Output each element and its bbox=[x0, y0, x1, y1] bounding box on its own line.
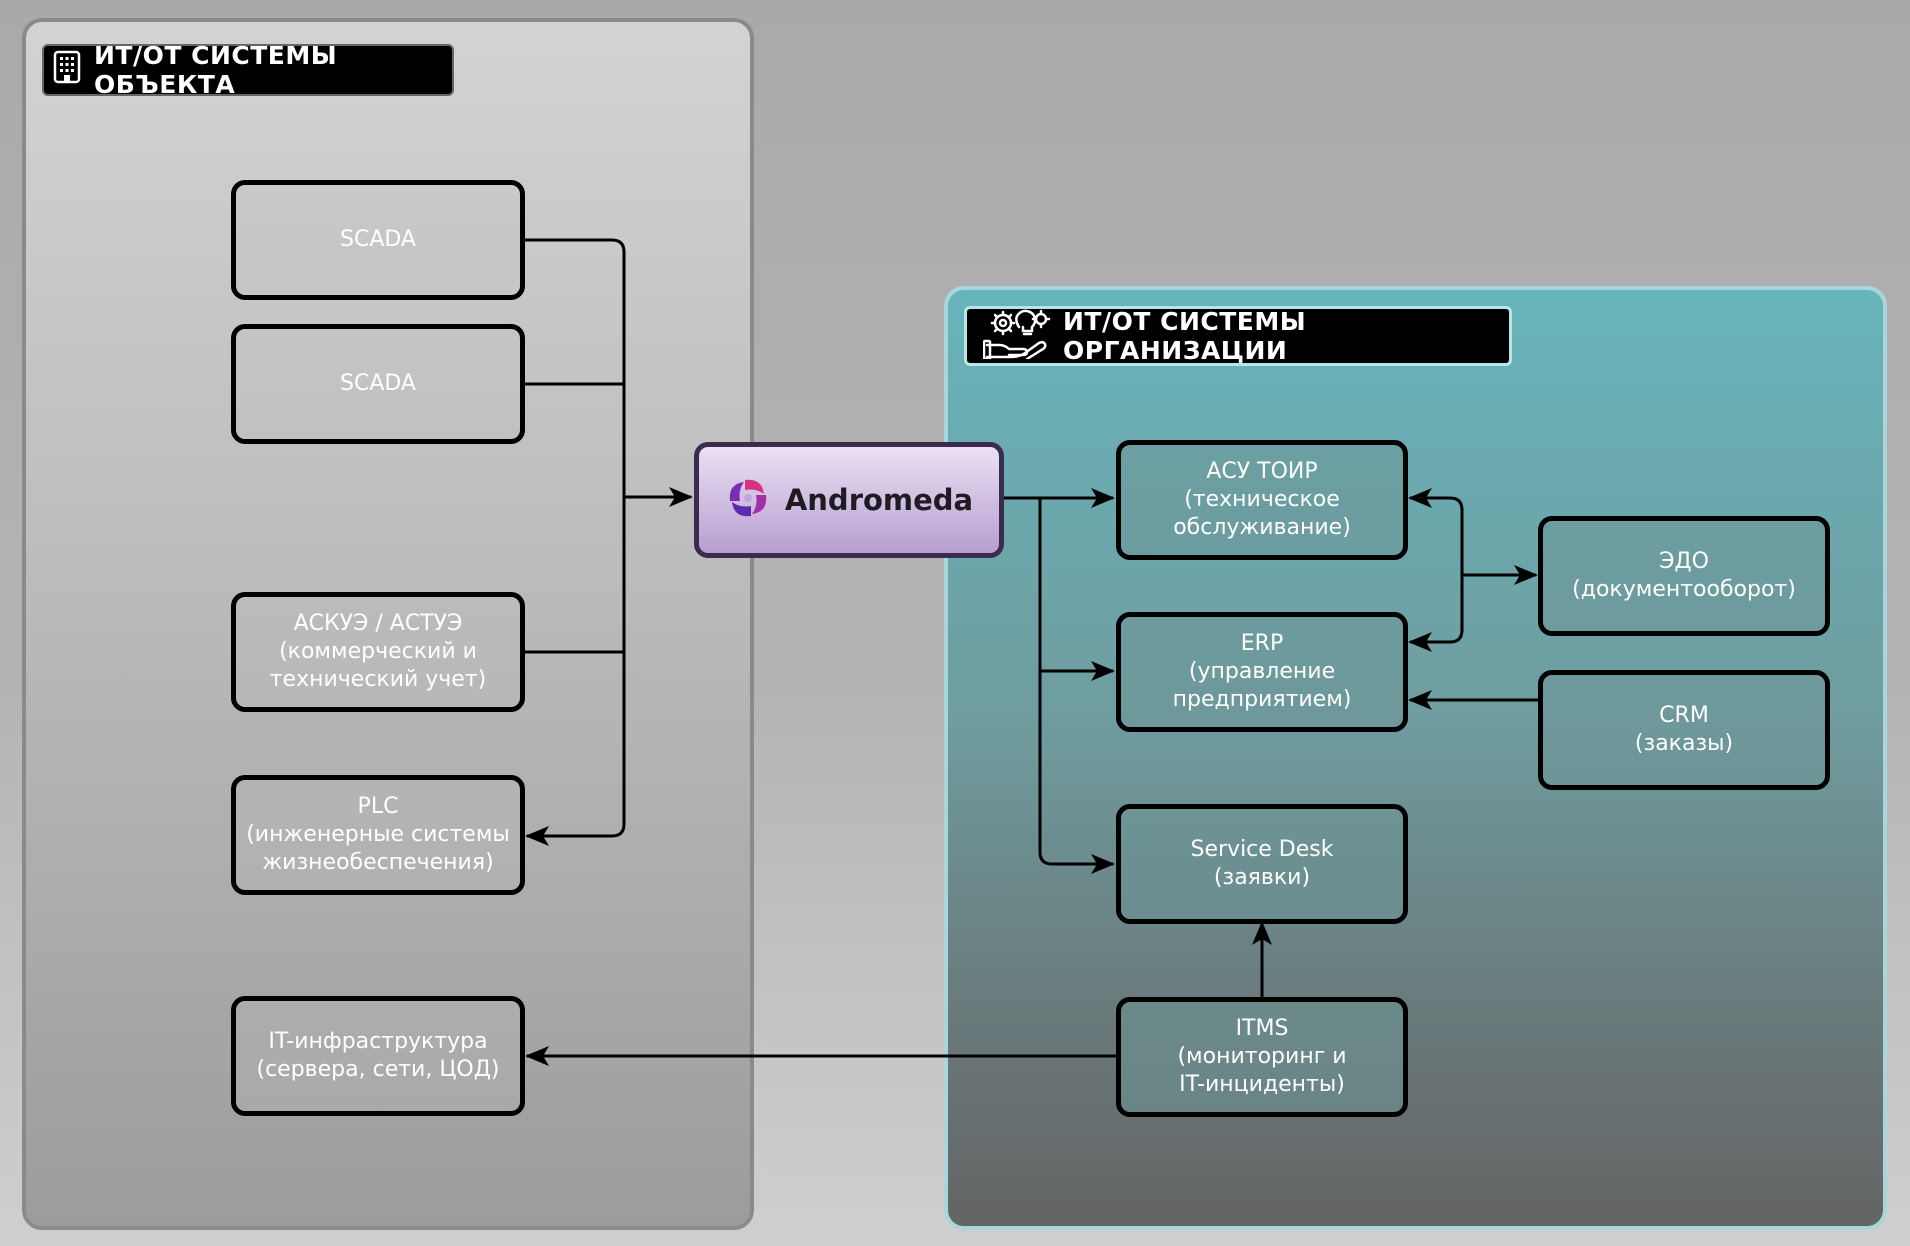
andromeda-logo-icon bbox=[725, 475, 771, 525]
building-icon bbox=[52, 50, 82, 90]
connector-bus-asu bbox=[1408, 488, 1464, 575]
connector-bus-erp bbox=[1408, 575, 1464, 652]
node-scada-1: SCADA bbox=[231, 180, 525, 300]
node-it-infrastructure: IT-инфраструктура (сервера, сети, ЦОД) bbox=[231, 996, 525, 1116]
organization-systems-header-title: ИТ/ОТ СИСТЕМЫ ОРГАНИЗАЦИИ bbox=[1063, 307, 1307, 365]
node-plc: PLC (инженерные системы жизнеобеспечения… bbox=[231, 775, 525, 895]
node-service-desk: Service Desk (заявки) bbox=[1116, 804, 1408, 924]
organization-systems-header: ИТ/ОТ СИСТЕМЫ ОРГАНИЗАЦИИ bbox=[964, 306, 1512, 366]
node-scada-2: SCADA bbox=[231, 324, 525, 444]
andromeda-label: Andromeda bbox=[784, 483, 974, 517]
connector-scada1-bus bbox=[522, 238, 626, 846]
node-askue-astue: АСКУЭ / АСТУЭ (коммерческий и технически… bbox=[231, 592, 525, 712]
node-andromeda: Andromeda bbox=[694, 442, 1004, 558]
hand-gears-icon bbox=[982, 307, 1051, 365]
node-itms: ITMS (мониторинг и IT-инциденты) bbox=[1116, 997, 1408, 1117]
site-systems-panel bbox=[22, 18, 754, 1230]
connector-andromeda-trunk bbox=[1038, 498, 1115, 874]
node-asu-toir: АСУ ТОИР (техническое обслуживание) bbox=[1116, 440, 1408, 560]
site-systems-header-title: ИТ/ОТ СИСТЕМЫ ОБЪЕКТА bbox=[94, 41, 338, 99]
site-systems-header: ИТ/ОТ СИСТЕМЫ ОБЪЕКТА bbox=[42, 41, 454, 99]
node-crm: CRM (заказы) bbox=[1538, 670, 1830, 790]
node-erp: ERP (управление предприятием) bbox=[1116, 612, 1408, 732]
node-edo: ЭДО (документооборот) bbox=[1538, 516, 1830, 636]
